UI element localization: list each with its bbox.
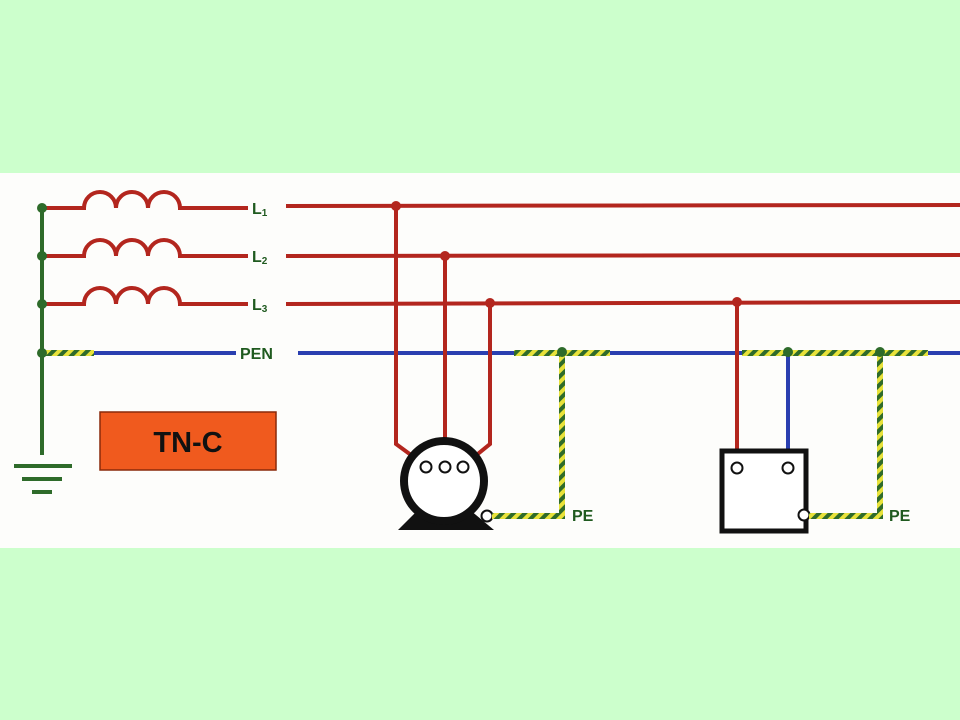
single-phase-load-box-icon bbox=[719, 448, 811, 534]
label-pe-motor: PE bbox=[572, 508, 594, 525]
motor-feeders bbox=[394, 206, 492, 468]
phase-l1-conductor bbox=[285, 203, 960, 208]
motor-feeder-junctions bbox=[391, 201, 495, 308]
label-pen: PEN bbox=[240, 346, 273, 363]
system-type-label: TN-C bbox=[153, 427, 222, 459]
system-type-badge: TN-C bbox=[99, 411, 277, 471]
motor-pe-conductor bbox=[492, 347, 567, 519]
load-feeders bbox=[732, 297, 793, 466]
ground-symbol-icon bbox=[14, 464, 72, 494]
transformer-winding-icon bbox=[42, 190, 248, 306]
label-l3: L3 bbox=[252, 297, 268, 315]
phase-l3-conductor bbox=[285, 300, 960, 306]
label-l2: L2 bbox=[252, 249, 268, 267]
phase-l2-conductor bbox=[285, 253, 960, 258]
label-pe-load: PE bbox=[889, 508, 911, 525]
label-l1: L1 bbox=[252, 201, 268, 219]
star-bus-junctions bbox=[37, 203, 47, 358]
load-pe-conductor bbox=[809, 347, 885, 519]
pen-conductor bbox=[42, 350, 960, 356]
